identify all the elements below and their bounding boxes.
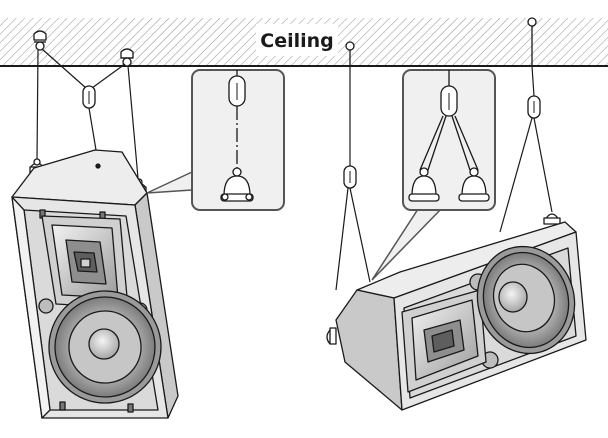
carabiner-icon: [228, 70, 246, 107]
carabiner-icon: [440, 70, 458, 117]
ceiling: Ceiling: [0, 18, 608, 67]
shackle-eyebolt-icon: [527, 17, 537, 66]
callout-pointer: [146, 171, 193, 194]
shackle-eyebolt-icon: [408, 167, 440, 202]
woofer-icon: [48, 290, 162, 404]
horn-tweeter-icon: [401, 289, 487, 393]
horn-tweeter-icon: [41, 215, 129, 309]
right-speaker-assembly: [326, 17, 587, 411]
suspension-wire-icon: [335, 65, 553, 291]
shackle-eyebolt-icon: [543, 213, 561, 225]
shackle-eyebolt-icon: [458, 167, 490, 202]
shackle-eyebolt-icon: [326, 327, 337, 345]
carabiner-icon: [343, 165, 357, 189]
ceiling-label: Ceiling: [260, 30, 334, 52]
suspension-wire-icon: [36, 48, 139, 179]
callout-pointer: [371, 205, 445, 281]
suspension-wire-icon: [419, 115, 479, 171]
shackle-eyebolt-icon: [120, 48, 134, 67]
woofer-icon: [476, 245, 576, 355]
callout-frame: [191, 69, 285, 211]
left-speaker-assembly: [11, 30, 179, 419]
shackle-eyebolt-icon: [33, 30, 47, 51]
shackle-eyebolt-icon: [345, 41, 355, 66]
carabiner-icon: [527, 95, 541, 119]
carabiner-icon: [82, 85, 96, 109]
right-detail-callout: [371, 69, 496, 281]
ceiling-label-box: [256, 24, 338, 56]
left-detail-callout: [146, 69, 285, 211]
shackle-eyebolt-icon: [220, 167, 254, 202]
